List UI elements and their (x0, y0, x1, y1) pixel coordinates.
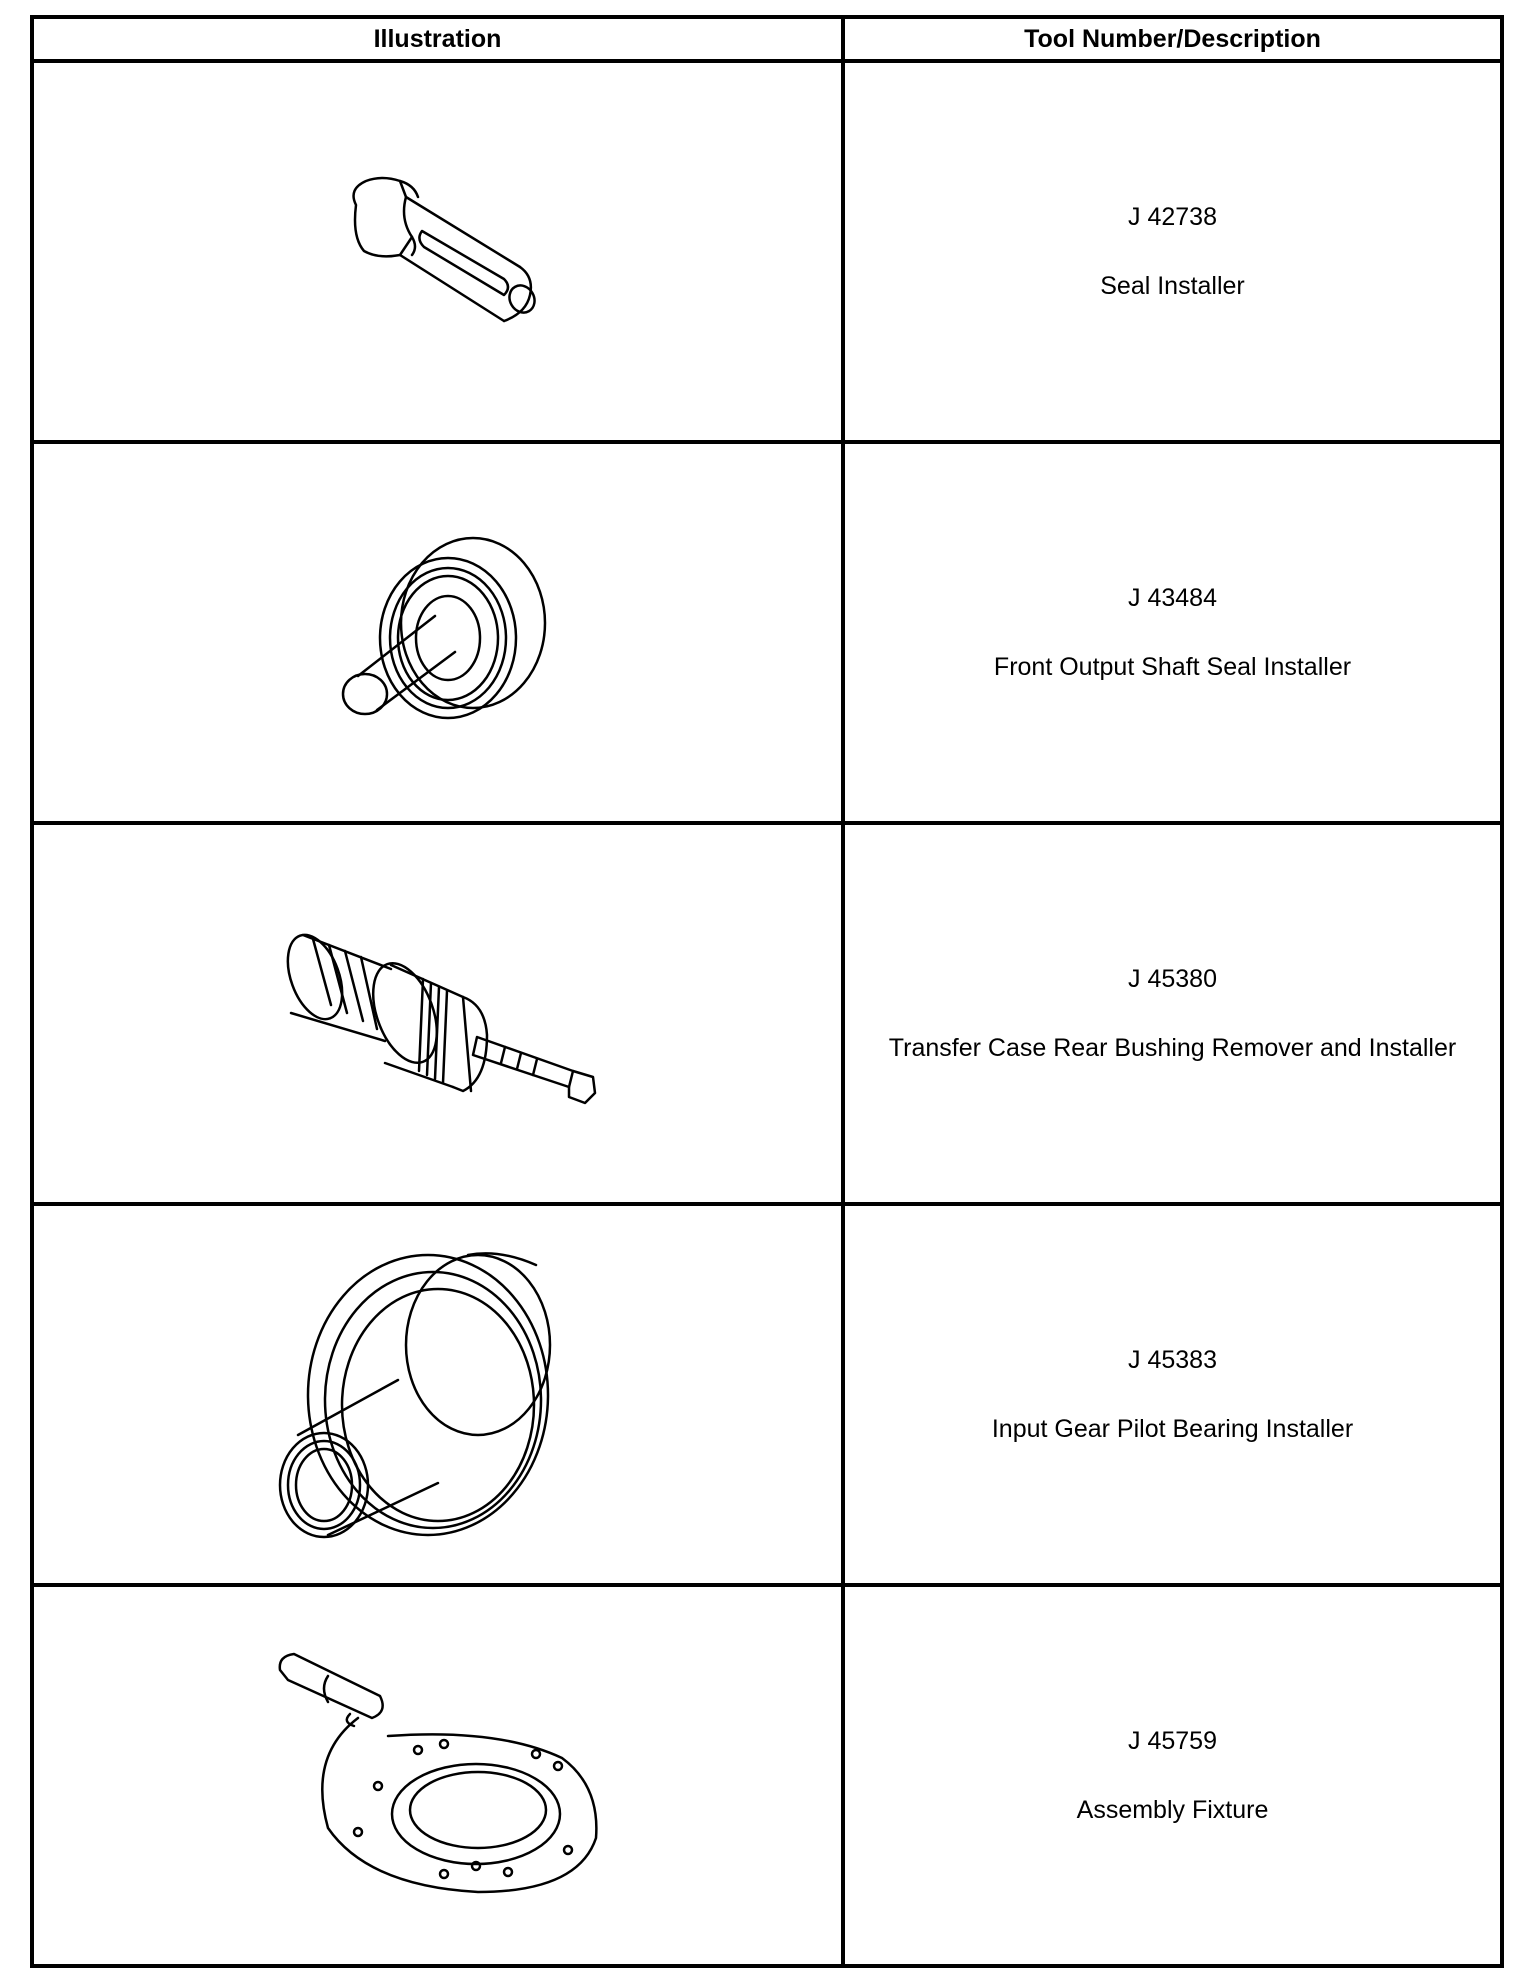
header-tool-number-description: Tool Number/Description (841, 15, 1504, 63)
illustration-cell (30, 1202, 845, 1587)
tool-description: Input Gear Pilot Bearing Installer (991, 1414, 1354, 1443)
tool-description: Assembly Fixture (1076, 1795, 1269, 1824)
tool-description-cell: J 45383 Input Gear Pilot Bearing Install… (841, 1202, 1504, 1587)
table-row: J 45383 Input Gear Pilot Bearing Install… (30, 1202, 1504, 1587)
tool-description-cell: J 43484 Front Output Shaft Seal Installe… (841, 440, 1504, 825)
illustration-cell (30, 821, 845, 1206)
tool-description: Transfer Case Rear Bushing Remover and I… (888, 1033, 1457, 1062)
tool-description-cell: J 45759 Assembly Fixture (841, 1583, 1504, 1968)
table-row: J 45380 Transfer Case Rear Bushing Remov… (30, 821, 1504, 1206)
table-row: J 42738 Seal Installer (30, 59, 1504, 444)
tool-number: J 45383 (1128, 1345, 1217, 1374)
table-row: J 43484 Front Output Shaft Seal Installe… (30, 440, 1504, 825)
tool-description-cell: J 42738 Seal Installer (841, 59, 1504, 444)
assembly-fixture-icon (278, 1652, 598, 1893)
illustration-cell (30, 1583, 845, 1968)
tools-table: Illustration Tool Number/Description J (30, 15, 1504, 1968)
tool-number: J 45380 (1128, 964, 1217, 993)
front-output-shaft-seal-installer-icon (341, 536, 546, 719)
illustration-cell (30, 440, 845, 825)
header-row: Illustration Tool Number/Description (30, 15, 1504, 63)
tool-description-cell: J 45380 Transfer Case Rear Bushing Remov… (841, 821, 1504, 1206)
tool-description: Front Output Shaft Seal Installer (993, 652, 1352, 681)
tool-number: J 42738 (1128, 202, 1217, 231)
tool-description: Seal Installer (1100, 271, 1245, 300)
pilot-bearing-installer-icon (278, 1251, 551, 1538)
tool-number: J 43484 (1128, 583, 1217, 612)
illustration-cell (30, 59, 845, 444)
table-row: J 45759 Assembly Fixture (30, 1583, 1504, 1968)
seal-installer-tool-icon (351, 176, 536, 322)
header-illustration: Illustration (30, 15, 845, 63)
tool-number: J 45759 (1128, 1726, 1217, 1755)
bushing-remover-installer-icon (286, 933, 596, 1104)
